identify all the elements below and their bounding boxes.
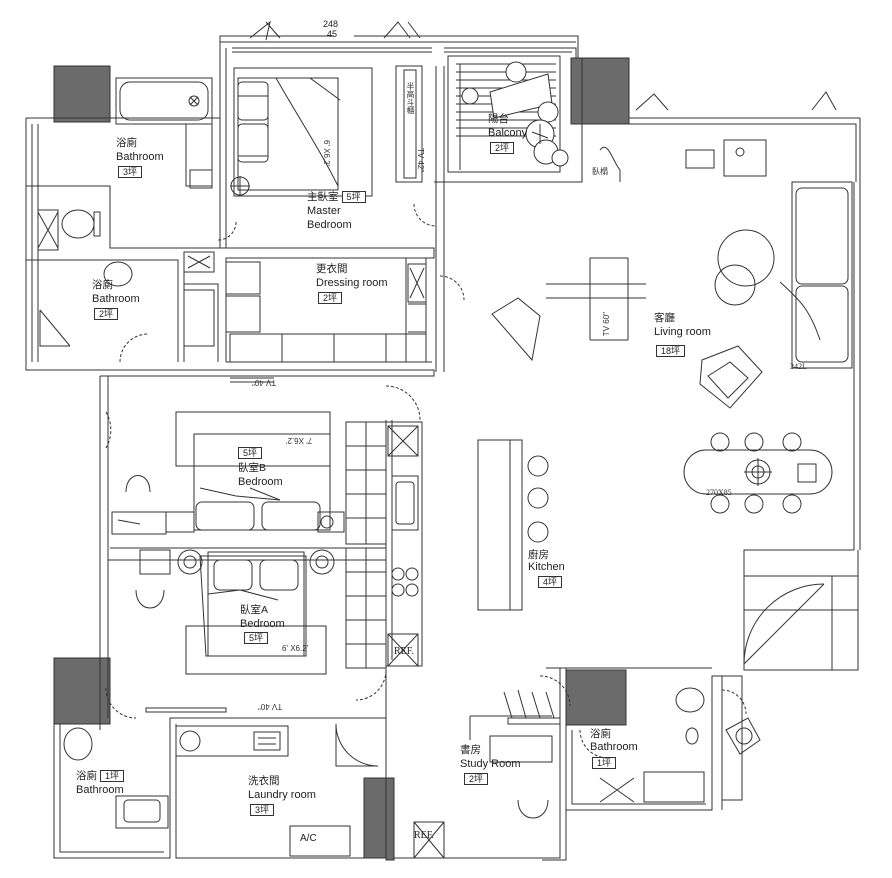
dressing-area-wrap: 2坪	[318, 291, 343, 305]
master-area: 5坪	[341, 191, 366, 203]
bedroom-a-en: Bedroom	[240, 618, 285, 630]
bath-top-left-area-wrap: 3坪	[118, 165, 143, 179]
sofa-size: 342L	[790, 362, 807, 371]
bath-right-area-wrap: 1坪	[592, 756, 617, 770]
exterior-walls	[53, 57, 630, 861]
study-area-wrap: 2坪	[464, 772, 489, 786]
study-area: 2坪	[464, 773, 489, 785]
bedroom-b-area-wrap: 5坪	[238, 446, 263, 460]
master-en2: Bedroom	[307, 219, 352, 231]
master-zh-text: 主臥室	[307, 191, 339, 203]
laundry-area-wrap: 3坪	[250, 803, 275, 817]
bath-right-area: 1坪	[592, 757, 617, 769]
bath-bottom-left-area: 1坪	[100, 770, 125, 782]
bath-right-en: Bathroom	[590, 741, 638, 753]
master-en1: Master	[307, 205, 341, 217]
study-zh: 書房	[460, 744, 481, 756]
master-bed-size: 6' X6.2'	[322, 140, 331, 167]
kitchen-en: Kitchen	[528, 561, 565, 573]
ac-label: A/C	[300, 833, 317, 844]
table-size: 270X85	[706, 488, 732, 497]
dressing-en: Dressing room	[316, 277, 388, 289]
balcony-en: Balcony	[488, 127, 528, 139]
balcony-area-wrap: 2坪	[490, 141, 515, 155]
kitchen-zh: 廚房	[528, 549, 549, 561]
living-area: 18坪	[656, 345, 686, 357]
laundry-zh: 洗衣間	[248, 775, 280, 787]
dimension-sub: 45	[327, 29, 338, 39]
bath-mid-left-zh: 浴廁	[92, 279, 113, 291]
bed-b-size: 7' X6.2'	[286, 436, 313, 445]
bath-mid-left-area: 2坪	[94, 308, 119, 320]
dressing-zh: 更衣間	[316, 263, 348, 275]
laundry-en: Laundry room	[248, 789, 316, 801]
ref-kitchen: REF.	[394, 646, 415, 657]
balcony-area: 2坪	[490, 142, 515, 154]
bath-top-left-area: 3坪	[118, 166, 143, 178]
tv-master: TV 42"	[416, 148, 425, 173]
bedroom-b-en: Bedroom	[238, 476, 283, 488]
tv-a: TV 40"	[258, 702, 283, 711]
bath-top-left-en: Bathroom	[116, 151, 164, 163]
living-en: Living room	[654, 326, 711, 338]
tv-living: TV 60"	[602, 312, 611, 337]
bedroom-a-area: 5坪	[244, 632, 269, 644]
bar-label: 臥榻	[592, 167, 608, 176]
tv-b: TV 40"	[252, 378, 277, 387]
living-area-wrap: 18坪	[656, 344, 686, 358]
bath-mid-left-area-wrap: 2坪	[94, 307, 119, 321]
bedroom-b-zh: 臥室B	[238, 462, 267, 474]
bath-right-zh: 浴廁	[590, 728, 611, 740]
laundry-area: 3坪	[250, 804, 275, 816]
bath-mid-left-en: Bathroom	[92, 293, 140, 305]
bed-a-size: 6' X6.2'	[282, 644, 309, 653]
balcony-zh: 陽台	[488, 113, 509, 125]
kitchen-area-wrap: 4坪	[538, 575, 563, 589]
study-en: Study Room	[460, 758, 521, 770]
bedroom-a-area-wrap: 5坪	[244, 631, 269, 645]
half-wall-label: 半高斗櫃	[406, 82, 415, 114]
dimension-total: 248	[323, 19, 339, 29]
bath-top-left-zh: 浴廁	[116, 137, 137, 149]
bedroom-a-zh: 臥室A	[240, 604, 269, 616]
kitchen-area: 4坪	[538, 576, 563, 588]
bath-bottom-left-en: Bathroom	[76, 784, 124, 796]
bath-bottom-left-zh: 浴廁	[76, 770, 97, 782]
living-zh: 客廳	[654, 312, 675, 324]
ref-study: REF.	[414, 830, 435, 841]
bedroom-b-area: 5坪	[238, 447, 263, 459]
dressing-area: 2坪	[318, 292, 343, 304]
